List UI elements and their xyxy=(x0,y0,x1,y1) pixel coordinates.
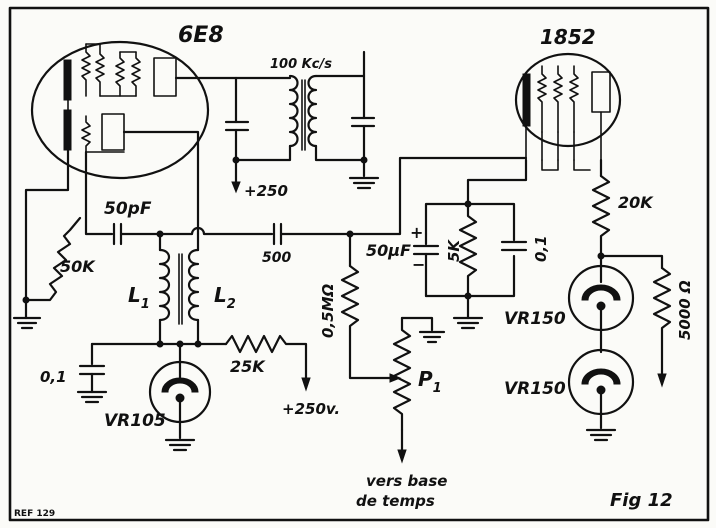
coil-l2-sub: 2 xyxy=(227,297,236,312)
coil-l2-letter: L xyxy=(214,283,227,307)
tube-1852-label: 1852 xyxy=(540,25,596,49)
coil-l1-letter: L xyxy=(128,283,141,307)
cap-plus-label: + xyxy=(410,223,423,242)
coil-l1-label: L1 xyxy=(128,283,150,312)
frame-border xyxy=(8,6,710,522)
wiring xyxy=(12,50,672,464)
ref-label: REF 129 xyxy=(14,509,55,519)
tube-6e8 xyxy=(30,40,210,180)
coil-l1-sub: 1 xyxy=(141,297,150,312)
freq-label: 100 Kc/s xyxy=(270,57,332,72)
if-transformer xyxy=(224,74,376,151)
cap-minus-label: − xyxy=(412,255,425,274)
tube-6e8-label: 6E8 xyxy=(178,23,224,48)
cap-50uf-label: 50µF xyxy=(366,241,411,260)
tube-1852 xyxy=(514,52,622,161)
res-5k-label: 5K xyxy=(445,239,463,262)
vr105-label: VR105 xyxy=(104,411,166,431)
pot-p1-sub: 1 xyxy=(433,381,442,396)
figure-label: Fig 12 xyxy=(610,490,673,511)
b-plus-top-label: +250 xyxy=(244,182,288,200)
coil-l2-label: L2 xyxy=(214,283,236,312)
res-20k-label: 20K xyxy=(618,193,654,212)
vr150-top-label: VR150 xyxy=(504,309,566,329)
res-05m-label: 0,5MΩ xyxy=(319,284,337,338)
pot-p1-letter: P xyxy=(418,367,433,391)
b-plus-bottom-label: +250v. xyxy=(282,400,340,418)
cap-500-label: 500 xyxy=(262,250,291,266)
res-5000-label: 5000 Ω xyxy=(676,280,694,340)
cap-50pf-label: 50pF xyxy=(104,199,152,219)
pot-p1-label: P1 xyxy=(418,367,442,396)
cap-01-right-label: 0,1 xyxy=(532,235,550,262)
res-50k-label: 50K xyxy=(60,257,96,276)
cap-01-left-label: 0,1 xyxy=(40,368,67,386)
vr150-bottom-label: VR150 xyxy=(504,379,566,399)
dest-line2: de temps xyxy=(356,492,435,510)
res-25k-label: 25K xyxy=(230,357,266,376)
dest-line1: vers base xyxy=(366,472,447,490)
